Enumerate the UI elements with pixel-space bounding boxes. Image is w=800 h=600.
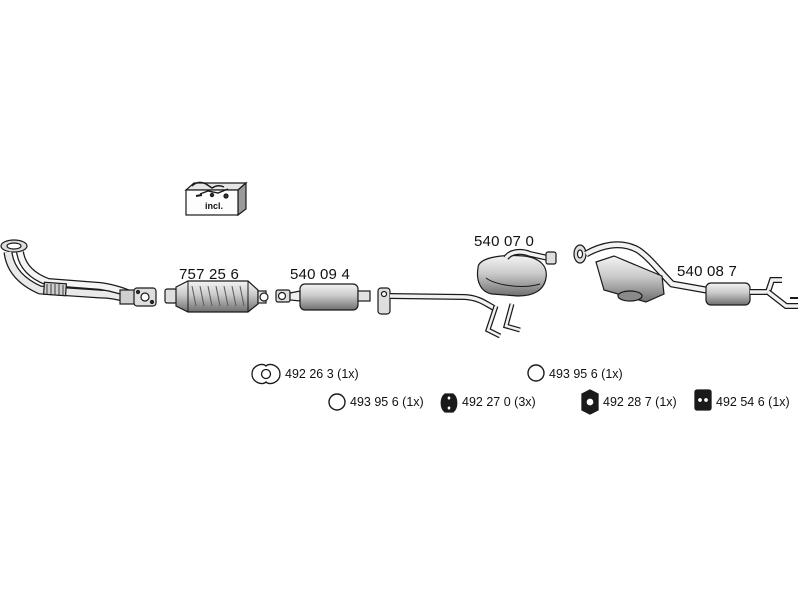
hardware-kit-label: incl.: [205, 201, 224, 211]
flange-gasket-icon: [251, 363, 281, 385]
rubber-ring-mount-icon: [581, 389, 599, 415]
accessory-label: 492 28 7 (1x): [603, 396, 677, 409]
hardware-kit-icon: [184, 181, 248, 217]
accessory-label: 492 27 0 (3x): [462, 396, 536, 409]
hanger-mount-icon: [694, 389, 712, 411]
part-label-middle-silencer: 540 07 0: [474, 233, 534, 250]
accessory-number: 492 27 0: [462, 395, 511, 409]
accessory-label: 493 95 6 (1x): [549, 368, 623, 381]
ring-gasket-icon: [527, 364, 545, 382]
accessory-qty: (1x): [402, 395, 424, 409]
middle-silencer-icon: [377, 248, 557, 339]
accessory-qty: (1x): [655, 395, 677, 409]
part-label-front-silencer: 540 09 4: [290, 266, 350, 283]
part-label-catalytic-converter: 757 25 6: [179, 266, 239, 283]
accessory-label: 493 95 6 (1x): [350, 396, 424, 409]
accessory-number: 493 95 6: [549, 367, 598, 381]
accessory-label: 492 26 3 (1x): [285, 368, 359, 381]
accessory-number: 493 95 6: [350, 395, 399, 409]
accessory-number: 492 28 7: [603, 395, 652, 409]
part-label-rear-silencer: 540 08 7: [677, 263, 737, 280]
rubber-mount-icon: [440, 393, 458, 413]
accessory-qty: (3x): [514, 395, 536, 409]
accessory-qty: (1x): [337, 367, 359, 381]
accessory-qty: (1x): [768, 395, 790, 409]
accessory-number: 492 26 3: [285, 367, 334, 381]
front-silencer-icon: [275, 283, 371, 311]
rear-silencer-icon: [573, 241, 798, 309]
accessory-qty: (1x): [601, 367, 623, 381]
accessory-number: 492 54 6: [716, 395, 765, 409]
front-pipe-icon: [0, 239, 157, 307]
catalytic-converter-icon: [164, 280, 269, 313]
accessory-label: 492 54 6 (1x): [716, 396, 790, 409]
ring-gasket-icon: [328, 393, 346, 411]
